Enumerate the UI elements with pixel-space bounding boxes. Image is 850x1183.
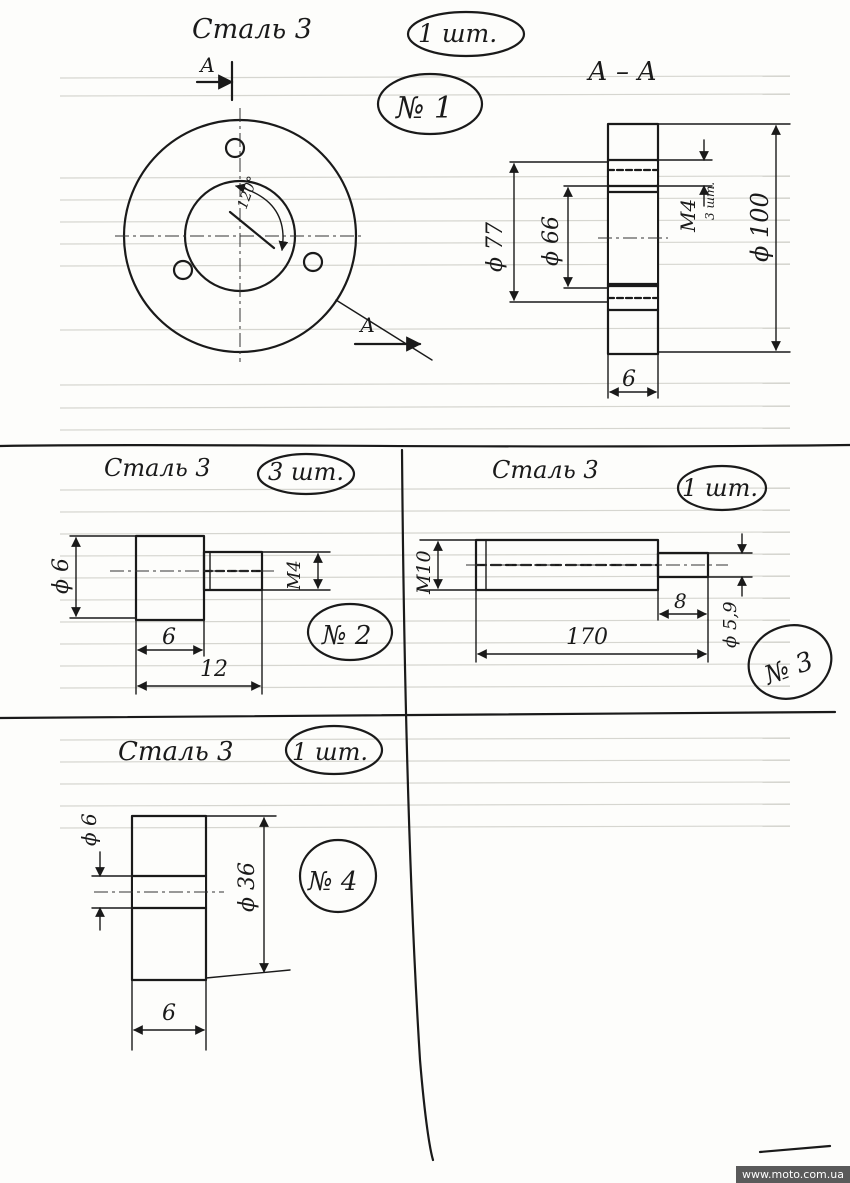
part1-section-title: А – А — [586, 57, 657, 87]
part4-qty: 1 шт. — [292, 738, 368, 766]
part2-number-badge — [306, 602, 394, 662]
part-4: Сталь 3 1 шт. ϕ 6 ϕ 36 6 № 4 — [77, 724, 384, 1051]
threaded-hole — [224, 137, 246, 159]
part3-qty: 1 шт. — [682, 474, 758, 502]
part4-dim-width: 6 — [162, 1001, 176, 1026]
part3-material: Сталь 3 — [492, 456, 599, 484]
show-through-lines — [59, 75, 791, 829]
part1-angle: 120° — [235, 174, 262, 211]
part3-dim-l170: 170 — [566, 625, 608, 650]
part1-dim-d66: ϕ 66 — [539, 216, 564, 266]
part2-qty: 3 шт. — [268, 458, 344, 486]
part4-dim-d36: ϕ 36 — [235, 862, 260, 912]
part3-dim-thread: М10 — [413, 550, 435, 595]
part1-dim-d100: ϕ 100 — [746, 192, 774, 262]
flange-section-view: А – А ϕ 77 ϕ 66 М4 — [483, 57, 791, 399]
part2-material: Сталь 3 — [104, 454, 211, 482]
part1-number-badge — [376, 72, 484, 136]
part2-dim-d6: ϕ 6 — [49, 558, 74, 594]
part1-section-mark-letter-2: А — [358, 313, 375, 337]
part3-dim-l8: 8 — [674, 589, 687, 613]
part1-dim-width: 6 — [622, 367, 636, 392]
part4-material: Сталь 3 — [118, 737, 234, 767]
part2-number: № 2 — [321, 621, 371, 651]
part4-number-badge — [298, 838, 378, 914]
part3-number: № 3 — [760, 646, 818, 691]
part3-dim-d59: ϕ 5,9 — [720, 601, 741, 648]
part3-number-badge — [747, 624, 833, 700]
section-dividers — [0, 443, 850, 1162]
part1-number: № 1 — [394, 91, 453, 126]
part-2: Сталь 3 3 шт. ϕ 6 М4 6 12 № 2 — [49, 452, 394, 695]
flange-front-view: 120° А — [115, 108, 433, 362]
part1-dim-d77: ϕ 77 — [483, 222, 508, 272]
part2-dim-l12: 12 — [200, 657, 228, 682]
part1-dim-thread: М4 — [676, 199, 700, 233]
part4-number: № 4 — [307, 867, 357, 897]
part4-dim-d6: ϕ 6 — [77, 813, 101, 846]
threaded-hole — [302, 251, 324, 273]
part-3: Сталь 3 1 шт. М10 8 170 ϕ 5,9 № 3 — [413, 456, 833, 700]
part2-dim-thread: М4 — [284, 560, 305, 591]
part1-material: Сталь 3 — [192, 14, 312, 45]
part2-dim-l6: 6 — [162, 625, 176, 650]
part1-dim-thread-count: 3 шт. — [703, 182, 717, 220]
threaded-hole — [172, 259, 194, 281]
part1-qty: 1 шт. — [418, 19, 497, 48]
part1-section-mark-letter: А — [198, 53, 215, 77]
watermark: www.moto.com.ua — [736, 1166, 850, 1183]
part-1: Сталь 3 1 шт. А № 1 120° А А – А — [115, 10, 791, 399]
